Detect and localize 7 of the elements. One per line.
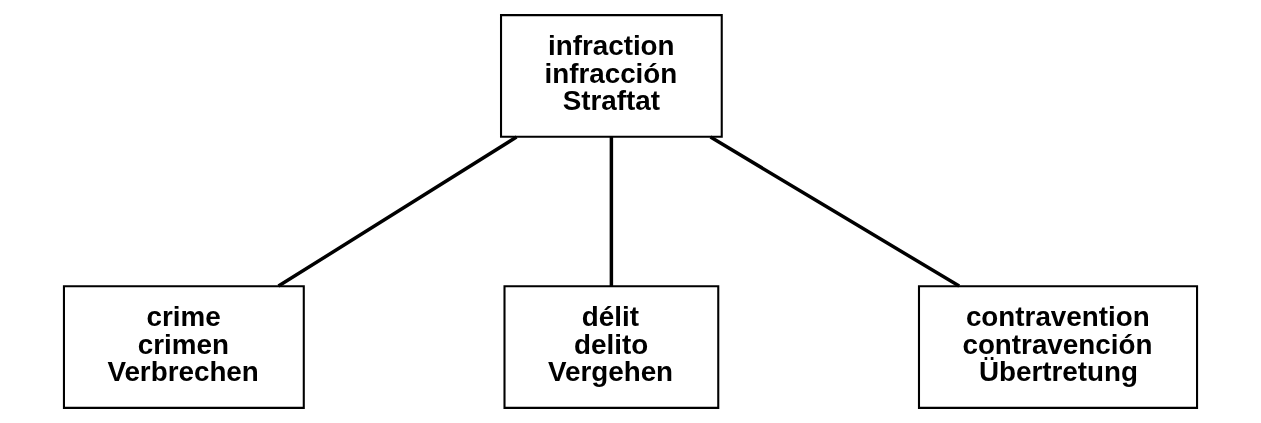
node-box: crime crimen Verbrechen	[62, 285, 305, 409]
connector	[277, 135, 518, 288]
node-box: délit delito Vergehen	[503, 285, 720, 409]
node-box: infraction infracción Straftat	[500, 14, 723, 138]
connector	[609, 137, 614, 287]
connector	[709, 135, 961, 288]
node-box: contravention contravención Übertretung	[917, 285, 1199, 409]
